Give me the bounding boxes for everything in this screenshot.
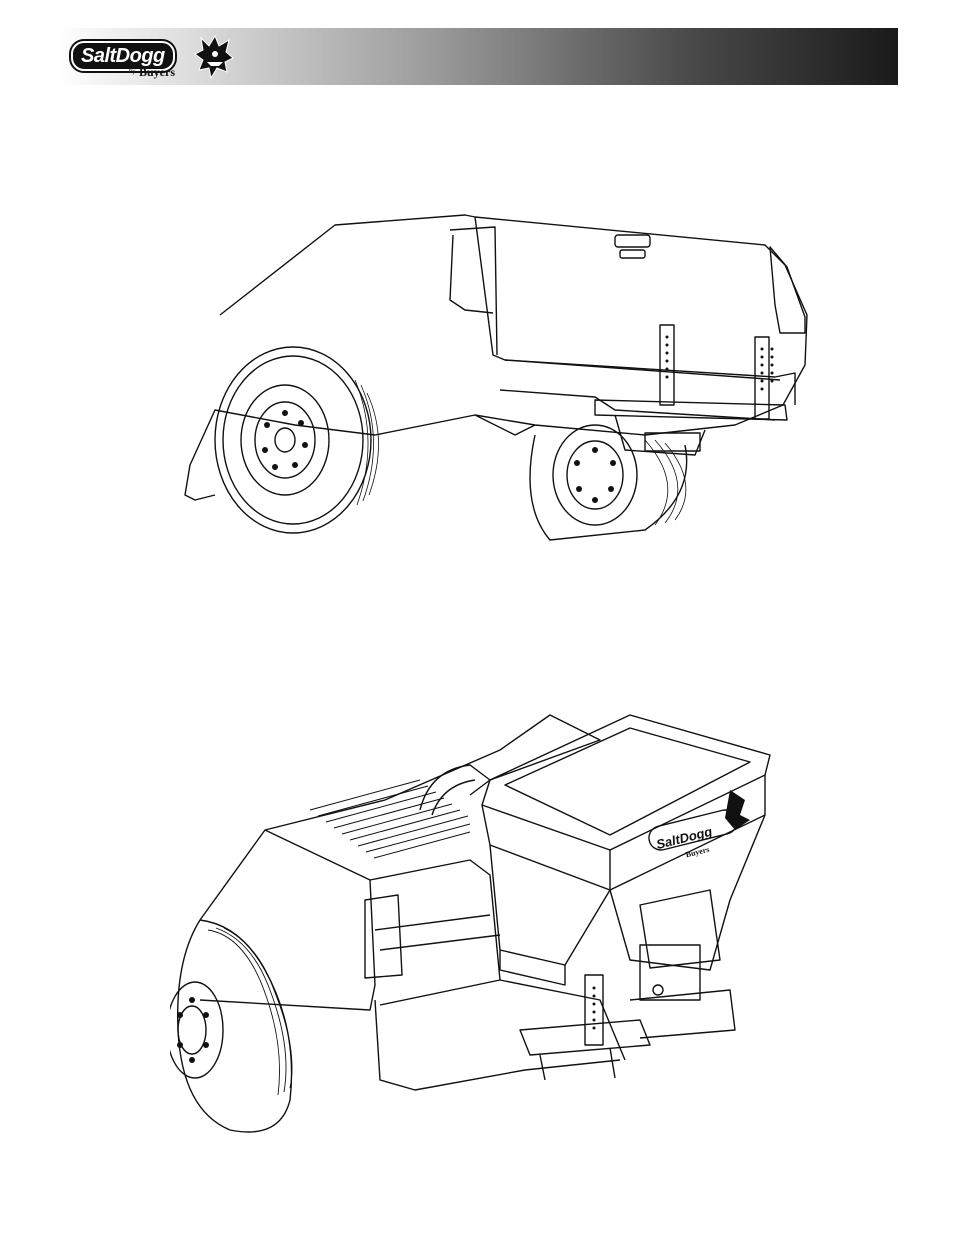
saltdogg-logo: SaltDogg by Buyers (65, 32, 235, 82)
dog-head-icon (193, 32, 235, 82)
front-wheel (215, 347, 379, 533)
bed-ribs (310, 780, 470, 858)
logo-buyers-text: Buyers (139, 65, 175, 80)
spreader-logo-plate: SaltDogg Buyers (646, 790, 750, 859)
truck-with-mount-figure (175, 205, 825, 550)
truck-with-spreader-figure: SaltDogg Buyers (170, 700, 820, 1140)
spreader-logo-sub: Buyers (685, 845, 710, 860)
rear-wheel (530, 425, 687, 540)
header-bar: SaltDogg by Buyers (57, 28, 898, 85)
spreader-truck-wheel (170, 920, 292, 1132)
logo-by-text: by (129, 69, 135, 75)
